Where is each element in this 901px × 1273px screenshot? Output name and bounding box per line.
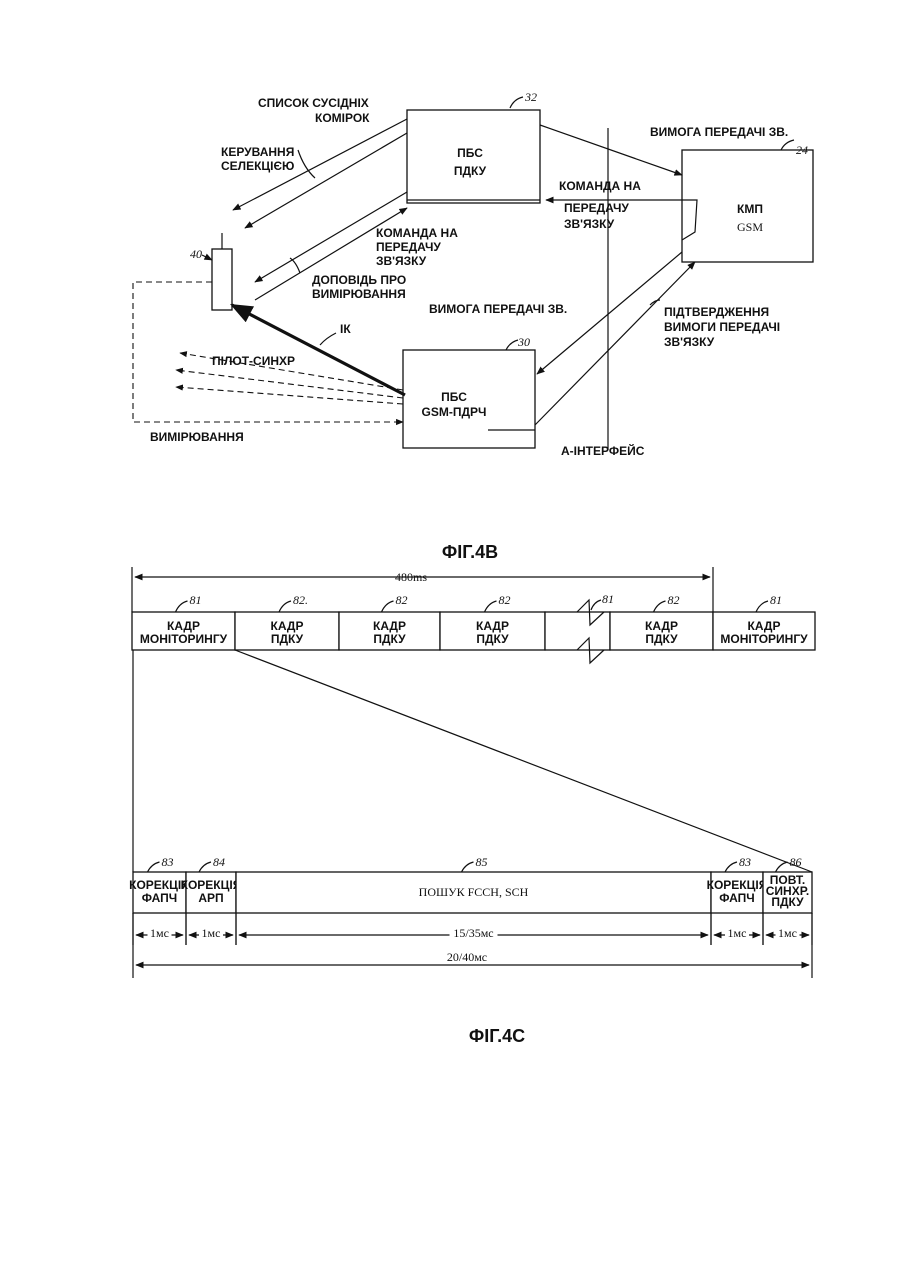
- segment-ref: 85: [476, 855, 488, 869]
- segment-duration: 1мс: [150, 926, 169, 940]
- frame-label-line2: ПДКУ: [271, 632, 304, 646]
- report-1: ДОПОВІДЬ ПРО: [312, 273, 406, 287]
- cmd-mobile-2: ПЕРЕДАЧУ: [376, 240, 441, 254]
- frame-box-4: [545, 612, 610, 650]
- pilot-arrow-3: [176, 387, 403, 404]
- frame-ref: 82.: [293, 593, 308, 607]
- selection-2: СЕЛЕКЦІЄЮ: [221, 159, 294, 173]
- frame-ref: 82: [396, 593, 408, 607]
- frame-label-line2: ПДКУ: [645, 632, 678, 646]
- cmd-kmp-2: ПЕРЕДАЧУ: [564, 201, 629, 215]
- frame-label-line2: МОНІТОРИНГУ: [720, 632, 808, 646]
- ref-30: 30: [517, 335, 530, 349]
- frame-label-line1: КАДР: [645, 619, 678, 633]
- segment-duration: 15/35мс: [453, 926, 493, 940]
- report-2: ВИМІРЮВАННЯ: [312, 287, 406, 301]
- expansion-line-right: [235, 650, 812, 872]
- selection-1: КЕРУВАННЯ: [221, 145, 294, 159]
- fig-4c-caption: ФІГ.4С: [469, 1026, 525, 1046]
- kmp-gsm-line2: GSM: [737, 220, 763, 234]
- pbs-pdku-line2: ПДКУ: [454, 164, 487, 178]
- total-label: 20/40мс: [447, 950, 487, 964]
- fig-4b-caption: ФІГ.4В: [442, 542, 498, 562]
- segment-label-line1: КОРЕКЦІЯ: [181, 878, 242, 892]
- frame-ref: 81: [190, 593, 202, 607]
- neighbor-list-1: СПИСОК СУСІДНІХ: [258, 96, 369, 110]
- segment-label-line2: ФАПЧ: [142, 891, 178, 905]
- pbs-pdku-line1: ПБС: [457, 146, 483, 160]
- ik-link: [232, 305, 405, 395]
- frame-label-line1: КАДР: [476, 619, 509, 633]
- a-interface-label: А-ІНТЕРФЕЙС: [561, 443, 645, 458]
- segment-duration: 1мс: [728, 926, 747, 940]
- pbs-gsm-box: [403, 350, 535, 448]
- confirm-3: ЗВ'ЯЗКУ: [664, 335, 715, 349]
- cmd-mobile-1: КОМАНДА НА: [376, 226, 458, 240]
- req-top-label: ВИМОГА ПЕРЕДАЧІ ЗВ.: [650, 125, 788, 139]
- pbs-gsm-line2: GSM-ПДРЧ: [422, 405, 487, 419]
- span-480-label: 480ms: [395, 570, 427, 584]
- pbs-gsm-line1: ПБС: [441, 390, 467, 404]
- frame-ref: 82: [668, 593, 680, 607]
- ref-32: 32: [524, 90, 537, 104]
- break-ref: 81: [602, 592, 614, 606]
- frame-label-line1: КАДР: [748, 619, 781, 633]
- segment-label-line1: КОРЕКЦІЯ: [707, 878, 768, 892]
- fig-4b-diagram: ПБС ПДКУ 32 КМП GSM 24 ПБС GSM-ПДРЧ 30 4…: [133, 90, 813, 458]
- cmd-kmp-1: КОМАНДА НА: [559, 179, 641, 193]
- segment-ref: 83: [162, 855, 174, 869]
- segment-label-line2: АРП: [198, 891, 223, 905]
- ik-label: ІК: [340, 322, 351, 336]
- frame-ref: 81: [770, 593, 782, 607]
- segment-label-line2: ФАПЧ: [719, 891, 755, 905]
- measure-label: ВИМІРЮВАННЯ: [150, 430, 244, 444]
- segment-ref: 83: [739, 855, 751, 869]
- ref-40: 40: [190, 247, 202, 261]
- frame-ref: 82: [499, 593, 511, 607]
- pilot-label: ПІЛОТ-СИНХР: [212, 354, 295, 368]
- segment-ref: 84: [213, 855, 225, 869]
- frame-label-line2: ПДКУ: [476, 632, 509, 646]
- ref-24: 24: [796, 143, 808, 157]
- kmp-gsm-line1: КМП: [737, 202, 763, 216]
- segment-ref: 86: [790, 855, 802, 869]
- frame-label-line1: КАДР: [271, 619, 304, 633]
- frame-label-line2: МОНІТОРИНГУ: [140, 632, 228, 646]
- confirm-1: ПІДТВЕРДЖЕННЯ: [664, 305, 769, 319]
- mobile-station: [212, 249, 232, 310]
- segment-row: КОРЕКЦІЯФАПЧ831мсКОРЕКЦІЯАРП841мсПОШУК F…: [129, 855, 812, 945]
- frame-label-line1: КАДР: [373, 619, 406, 633]
- frame-label-line2: ПДКУ: [373, 632, 406, 646]
- segment-label-line1: ПОШУК FCCH, SCH: [419, 885, 529, 899]
- segment-label-line3: ПДКУ: [771, 895, 804, 909]
- req-mid-label: ВИМОГА ПЕРЕДАЧІ ЗВ.: [429, 302, 567, 316]
- neighbor-list-2: КОМІРОК: [315, 111, 370, 125]
- segment-duration: 1мс: [778, 926, 797, 940]
- confirm-2: ВИМОГИ ПЕРЕДАЧІ: [664, 320, 780, 334]
- cmd-mobile-3: ЗВ'ЯЗКУ: [376, 254, 427, 268]
- frame-label-line1: КАДР: [167, 619, 200, 633]
- segment-duration: 1мс: [202, 926, 221, 940]
- fig-4c-diagram: 480ms КАДРМОНІТОРИНГУ81КАДРПДКУ82.КАДРПД…: [129, 567, 815, 978]
- cmd-kmp-3: ЗВ'ЯЗКУ: [564, 217, 615, 231]
